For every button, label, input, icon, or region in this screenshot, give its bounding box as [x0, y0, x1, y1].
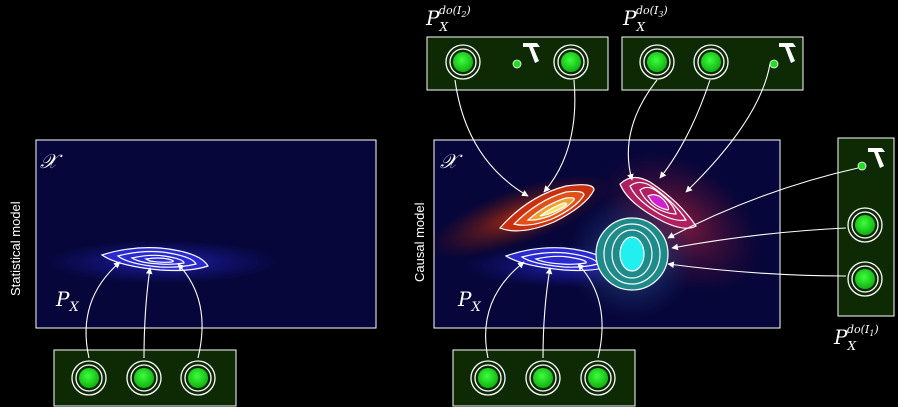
intervention-2-contours	[498, 184, 595, 232]
observational-arrows	[85, 261, 203, 359]
intervention-3-contours	[619, 176, 697, 229]
intervention-arrows	[454, 63, 859, 277]
intervention-1-label: PXdo(I1)	[833, 323, 879, 353]
distribution-label: PX	[457, 287, 481, 315]
intervention-2-node-box	[426, 36, 609, 91]
intervened-node-icon	[512, 59, 522, 69]
statistical-model-label: Statistical model	[8, 201, 23, 296]
intervention-2-label: PXdo(I2)	[425, 4, 471, 34]
intervened-node-icon	[857, 161, 867, 171]
intervention-1-contours	[595, 217, 669, 291]
distribution-label: PX	[55, 287, 79, 315]
causal-model-panel: 𝒳 PX Causal model	[412, 139, 781, 329]
causal-observational-arrows	[485, 261, 603, 359]
intervention-1-node-box	[837, 137, 895, 317]
intervention-3-label: PXdo(I3)	[622, 4, 668, 34]
causal-model-label: Causal model	[412, 202, 427, 282]
intervention-3-node-box	[621, 36, 804, 91]
causal-observational-node-box	[452, 349, 636, 407]
observational-node-box	[53, 349, 237, 407]
statistical-model-panel: 𝒳 PX Statistical model	[8, 139, 377, 329]
intervened-node-icon	[769, 59, 779, 69]
